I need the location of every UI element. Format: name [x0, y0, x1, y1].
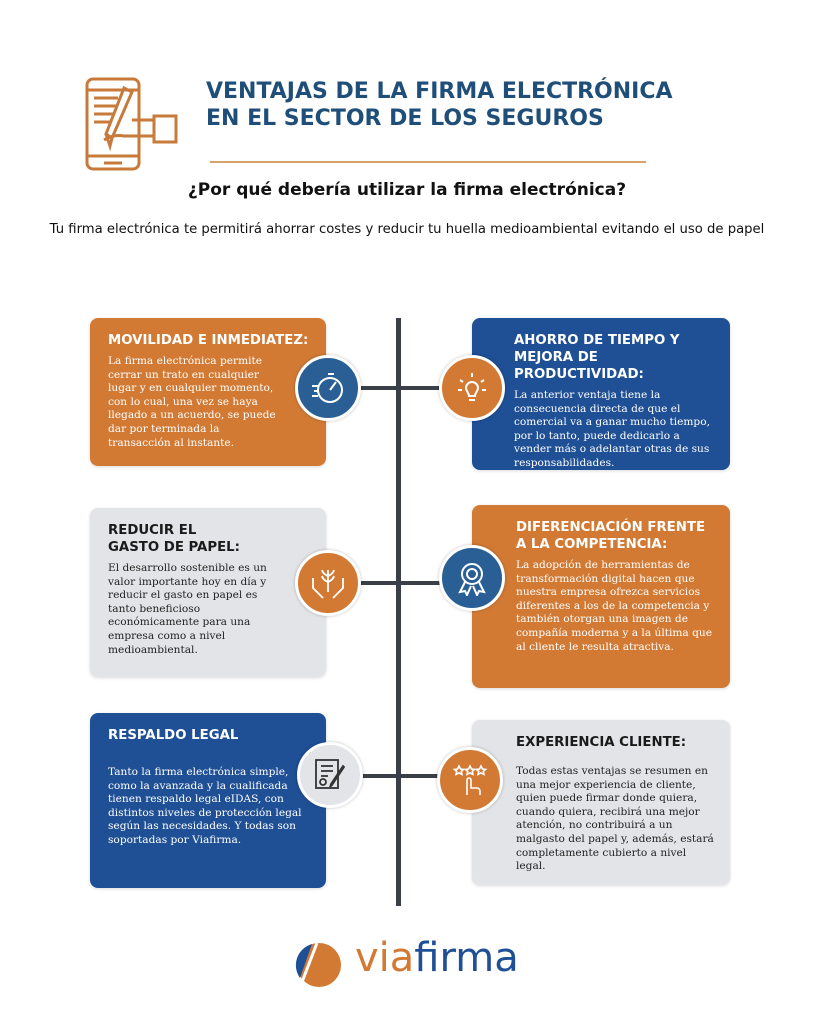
title-line-1: VENTAJAS DE LA FIRMA ELECTRÓNICA: [206, 79, 673, 104]
card-text: La adopción de herramientas de transform…: [516, 559, 712, 653]
card-diferenciacion: DIFERENCIACIÓN FRENTE A LA COMPETENCIA: …: [472, 505, 730, 688]
award-ribbon-icon: [439, 545, 505, 611]
lightbulb-icon: [439, 355, 505, 421]
card-text: La anterior ventaja tiene la consecuenci…: [514, 389, 710, 469]
card-title: RESPALDO LEGAL: [108, 728, 239, 743]
title-divider: [210, 161, 646, 163]
hands-plant-icon: [295, 550, 361, 616]
connector: [340, 581, 460, 585]
card-papel: REDUCIR EL GASTO DE PAPEL: El desarrollo…: [90, 508, 326, 677]
title-line-2: EN EL SECTOR DE LOS SEGUROS: [206, 106, 604, 131]
card-text: Tanto la firma electrónica simple, como …: [108, 766, 302, 846]
logo-part-via: via: [355, 935, 415, 981]
viafirma-logo-mark: [295, 942, 341, 987]
card-title: EXPERIENCIA CLIENTE:: [516, 735, 687, 750]
card-respaldo: RESPALDO LEGAL Tanto la firma electrónic…: [90, 713, 326, 888]
card-title: DIFERENCIACIÓN FRENTE A LA COMPETENCIA:: [516, 520, 706, 552]
logo-part-firma: firma: [414, 935, 519, 981]
connector: [340, 774, 460, 778]
viafirma-logo: [292, 938, 344, 994]
card-ahorro: AHORRO DE TIEMPO Y MEJORA DE PRODUCTIVID…: [472, 318, 730, 470]
stopwatch-icon: [295, 355, 361, 421]
signed-document-icon: [297, 742, 363, 808]
timeline-line: [396, 318, 401, 906]
card-experiencia: EXPERIENCIA CLIENTE: Todas estas ventaja…: [472, 720, 730, 885]
card-text: Todas estas ventajas se resumen en una m…: [516, 765, 714, 873]
page-title: VENTAJAS DE LA FIRMA ELECTRÓNICA EN EL S…: [206, 78, 673, 132]
intro-text: Tu firma electrónica te permitirá ahorra…: [49, 222, 765, 237]
subtitle: ¿Por qué debería utilizar la firma elect…: [187, 180, 627, 200]
logo-wordmark: viafirma: [355, 935, 519, 981]
connector: [340, 386, 460, 390]
card-text: La firma electrónica permite cerrar un t…: [108, 355, 276, 449]
card-title: MOVILIDAD E INMEDIATEZ:: [108, 333, 309, 348]
header-icon: [84, 76, 180, 176]
card-movilidad: MOVILIDAD E INMEDIATEZ: La firma electró…: [90, 318, 326, 466]
card-text: El desarrollo sostenible es un valor imp…: [108, 562, 267, 656]
phone-signing-icon: [85, 77, 178, 171]
card-title: REDUCIR EL GASTO DE PAPEL:: [108, 523, 240, 555]
hand-stars-rating-icon: [437, 747, 503, 813]
card-title: AHORRO DE TIEMPO Y MEJORA DE PRODUCTIVID…: [514, 333, 680, 382]
